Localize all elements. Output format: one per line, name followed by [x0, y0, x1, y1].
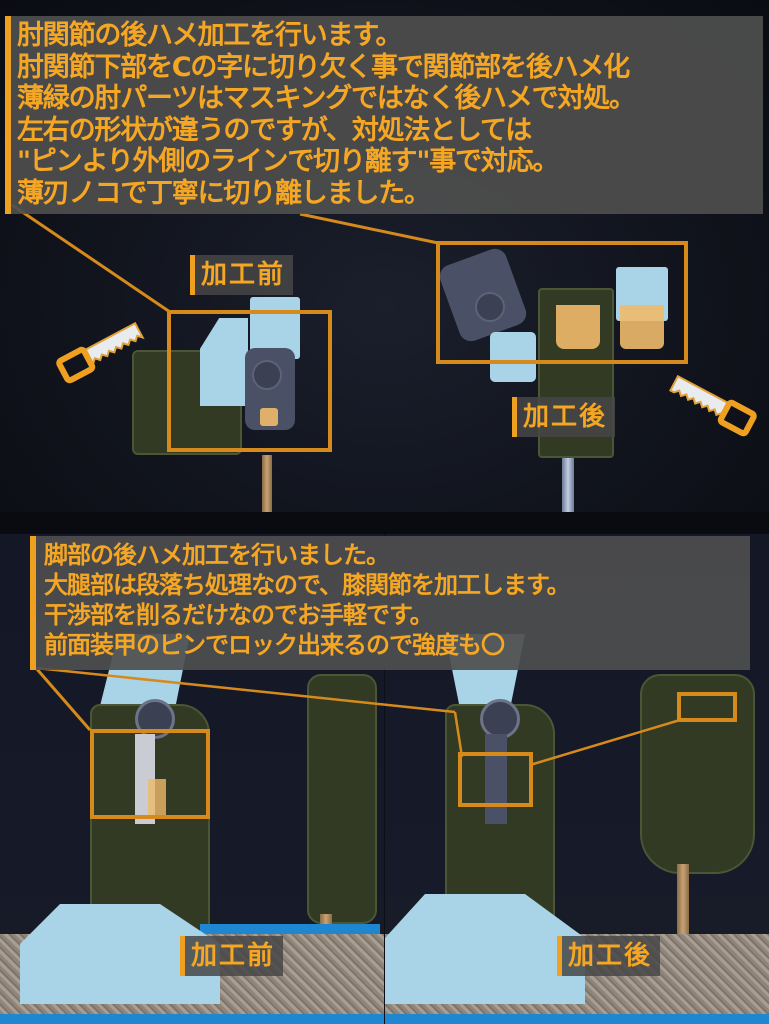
- highlight-frame-before: [167, 310, 332, 452]
- saw-icon-left: [56, 321, 145, 384]
- highlight-frame-knee-before: [90, 729, 210, 819]
- top-caption-line-1: 肘関節の後ハメ加工を行います。: [17, 20, 403, 51]
- cut-highlight-before: [260, 408, 278, 426]
- highlight-frame-after: [436, 241, 688, 364]
- top-caption-line-6: 薄刃ノコで丁寧に切り離しました。: [17, 177, 431, 209]
- bottom-caption-line-4: 前面装甲のピンでロック出来るので強度も〇: [44, 631, 505, 659]
- stand-stick-top-left: [262, 455, 272, 512]
- cut-highlight-after-c: [556, 305, 600, 349]
- before-label-bottom: 加工前: [180, 936, 284, 976]
- cut-highlight-after-right: [620, 305, 664, 349]
- stand-stick-top-right: [562, 458, 574, 512]
- bottom-caption-line-2: 大腿部は段落ち処理なので、膝関節を加工します。: [44, 571, 571, 599]
- top-caption-line-4: 左右の形状が違うのですが、対処法としては: [17, 114, 532, 146]
- after-label-bottom: 加工後: [557, 936, 661, 976]
- foot-armor-right: [385, 894, 585, 1004]
- elbow-joint-disc-before: [252, 360, 282, 390]
- section-divider: [0, 512, 769, 534]
- highlight-frame-knee-after: [458, 752, 533, 807]
- top-photo-elbow: 肘関節の後ハメ加工を行います。 肘関節下部をCの字に切り欠く事で関節部を後ハメ化…: [0, 0, 769, 512]
- knee-joint-disc-right: [480, 699, 520, 739]
- elbow-joint-disc-after: [475, 292, 505, 322]
- top-caption-line-3: 薄緑の肘パーツはマスキングではなく後ハメで対処。: [17, 83, 636, 114]
- blue-mat-bottom-right: [385, 1014, 769, 1024]
- top-caption-line-5: "ピンより外側のラインで切り離す"事で対応。: [17, 146, 559, 177]
- blue-mat-bottom-left: [0, 1014, 384, 1024]
- highlight-frame-armor-after: [677, 692, 737, 722]
- top-caption-line-2: 肘関節下部をCの字に切り欠く事で関節部を後ハメ化: [17, 51, 630, 83]
- top-caption-box: 肘関節の後ハメ加工を行います。 肘関節下部をCの字に切り欠く事で関節部を後ハメ化…: [5, 16, 763, 214]
- knee-joint-bar-right: [485, 734, 507, 824]
- bottom-caption-line-1: 脚部の後ハメ加工を行いました。: [44, 541, 390, 569]
- before-label-top: 加工前: [190, 255, 294, 295]
- elbow-lightblue-armor-after: [490, 332, 536, 382]
- after-label-top: 加工後: [512, 397, 616, 437]
- cut-highlight-knee-left: [148, 779, 166, 819]
- saw-icon-right: [669, 374, 757, 437]
- bottom-caption-line-3: 干渉部を削るだけなのでお手軽です。: [44, 601, 434, 629]
- front-armor-left: [307, 674, 377, 924]
- bottom-caption-box: 脚部の後ハメ加工を行いました。 大腿部は段落ち処理なので、膝関節を加工します。 …: [30, 536, 750, 670]
